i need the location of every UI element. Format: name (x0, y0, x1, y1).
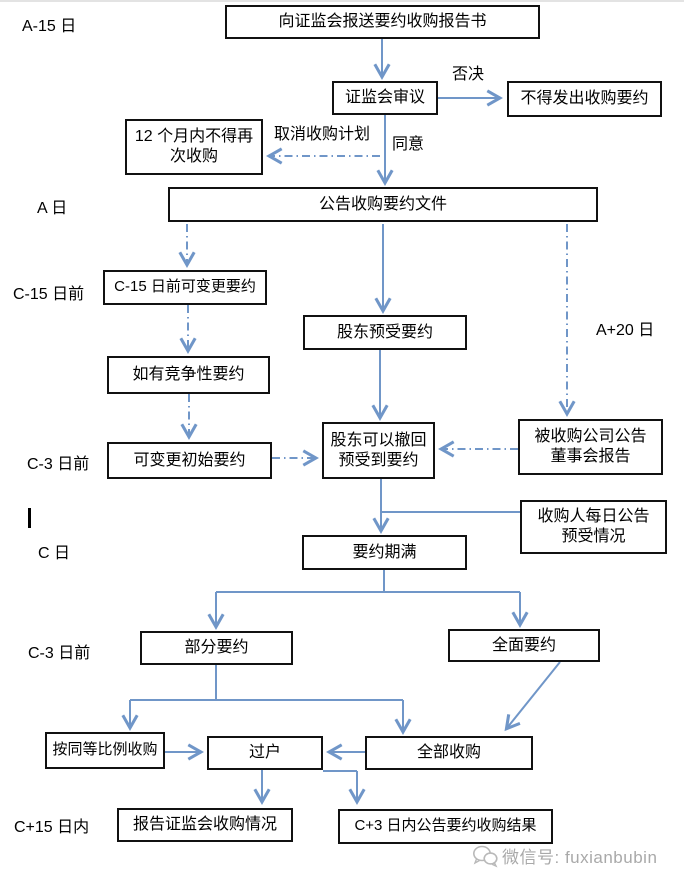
node-general-offer: 全面要约 (448, 629, 600, 662)
node-partial-offer: 部分要约 (140, 631, 293, 665)
edge-label-cancel-plan: 取消收购计划 (274, 126, 371, 143)
node-change-initial-offer: 可变更初始要约 (107, 442, 272, 479)
edge-transfer-to-c3 (323, 770, 357, 801)
edge-expiry-branch-rail (216, 570, 520, 593)
node-competing-offer: 如有竞争性要约 (107, 356, 270, 394)
node-no-offer-allowed: 不得发出收购要约 (507, 81, 662, 117)
timeline-label-c-minus-15: C-15 日前 (13, 286, 85, 303)
node-report-to-csrc: 向证监会报送要约收购报告书 (225, 5, 540, 39)
timeline-tick-mark (28, 508, 31, 528)
watermark-text: 微信号: fuxianbubin (502, 848, 658, 867)
wechat-icon (473, 845, 498, 867)
timeline-label-c-plus-15: C+15 日内 (14, 819, 90, 836)
node-csrc-review: 证监会审议 (332, 81, 438, 115)
edge-general-to-acquire-all (504, 661, 561, 732)
node-no-reacquire-12-months: 12 个月内不得再 次收购 (125, 119, 263, 175)
edge-partial-branch-rail (130, 665, 403, 701)
node-pro-rata-acquire: 按同等比例收购 (45, 732, 165, 769)
timeline-label-a-minus-15: A-15 日 (22, 18, 77, 35)
node-transfer: 过户 (207, 736, 323, 770)
timeline-label-c-minus-3-lower: C-3 日前 (28, 645, 91, 662)
edge-label-reject: 否决 (452, 66, 485, 83)
node-daily-preaccept-announce: 收购人每日公告 预受情况 (520, 500, 667, 554)
timeline-label-a-plus-20: A+20 日 (596, 322, 655, 339)
node-shareholder-preaccept: 股东预受要约 (303, 315, 467, 350)
node-report-result-to-csrc: 报告证监会收购情况 (117, 808, 293, 842)
node-shareholder-withdraw: 股东可以撤回 预受到要约 (322, 422, 435, 479)
timeline-label-c-minus-3-upper: C-3 日前 (27, 456, 90, 473)
timeline-label-a-day: A 日 (37, 200, 68, 217)
node-c3-announce-result: C+3 日内公告要约收购结果 (338, 809, 553, 844)
node-announce-offer-document: 公告收购要约文件 (168, 187, 598, 222)
edge-label-approve: 同意 (392, 136, 425, 153)
watermark: 微信号: fuxianbubin (472, 843, 657, 868)
node-offer-expiry: 要约期满 (302, 535, 467, 570)
timeline-label-c-day: C 日 (38, 545, 71, 562)
node-c15-may-change-offer: C-15 日前可变更要约 (103, 270, 267, 305)
node-target-board-report: 被收购公司公告 董事会报告 (518, 419, 663, 475)
node-acquire-all: 全部收购 (365, 736, 533, 770)
